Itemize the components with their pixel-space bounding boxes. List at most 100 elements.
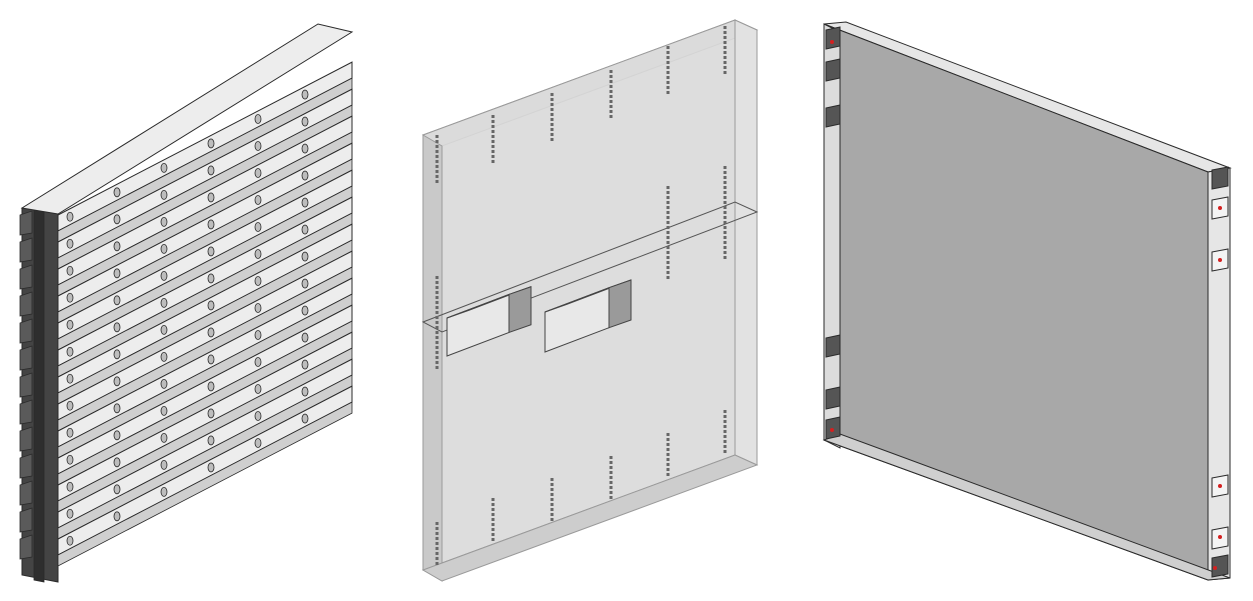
anchor-hole	[160, 432, 168, 443]
glass-left-face	[422, 134, 443, 582]
conn-right-edge	[1207, 167, 1231, 581]
anchor-hole	[113, 457, 121, 468]
anchor-hole	[160, 486, 168, 497]
left-connector	[825, 26, 841, 50]
anchor-hole	[66, 481, 74, 492]
connector-wall-panel	[822, 21, 1232, 581]
anchor-hole	[113, 214, 121, 225]
anchor-hole	[66, 292, 74, 303]
side-notch	[19, 237, 33, 263]
red-marker	[1218, 535, 1222, 539]
anchor-hole	[254, 384, 262, 394]
left-connector	[825, 58, 841, 82]
anchor-hole	[66, 535, 74, 546]
anchor-hole	[66, 427, 74, 438]
anchor-hole	[254, 249, 262, 259]
anchor-hole	[301, 332, 309, 343]
anchor-hole	[301, 413, 309, 424]
anchor-hole	[301, 305, 309, 316]
red-marker	[1218, 258, 1222, 262]
right-connector	[1211, 554, 1229, 578]
anchor-hole	[301, 386, 309, 397]
conn-front-face	[823, 23, 1209, 581]
red-marker	[830, 428, 834, 432]
anchor-hole	[113, 484, 121, 495]
anchor-hole	[207, 138, 215, 149]
anchor-hole	[254, 195, 262, 205]
anchor-hole	[113, 187, 121, 198]
anchor-hole	[160, 378, 168, 389]
anchor-hole	[207, 165, 215, 176]
anchor-hole	[254, 357, 262, 367]
anchor-hole	[66, 454, 74, 465]
anchor-hole	[301, 170, 309, 181]
anchor-hole	[160, 243, 168, 254]
side-notch	[19, 453, 33, 479]
anchor-hole	[160, 270, 168, 281]
anchor-hole	[113, 295, 121, 306]
anchor-hole	[66, 346, 74, 357]
anchor-hole	[160, 189, 168, 200]
anchor-hole	[207, 435, 215, 446]
anchor-hole	[66, 508, 74, 519]
side-notch	[19, 480, 33, 506]
anchor-hole	[66, 211, 74, 222]
anchor-hole	[254, 411, 262, 421]
anchor-hole	[301, 278, 309, 289]
anchor-hole	[207, 192, 215, 203]
anchor-hole	[207, 381, 215, 392]
side-notch	[19, 507, 33, 533]
ribbed-wall-panel	[19, 23, 354, 583]
anchor-hole	[160, 216, 168, 227]
anchor-hole	[254, 438, 262, 448]
anchor-hole	[301, 116, 309, 127]
anchor-hole	[207, 327, 215, 338]
glass-bottom-face	[421, 454, 759, 582]
top-cap	[20, 23, 354, 215]
anchor-hole	[254, 330, 262, 340]
side-notch	[19, 210, 33, 236]
anchor-hole	[254, 303, 262, 313]
anchor-hole	[66, 238, 74, 249]
anchor-hole	[207, 246, 215, 257]
anchor-hole	[254, 222, 262, 232]
anchor-hole	[66, 400, 74, 411]
anchor-hole	[113, 268, 121, 279]
side-notch	[19, 264, 33, 290]
anchor-hole	[66, 373, 74, 384]
red-marker	[1213, 566, 1217, 570]
anchor-hole	[301, 359, 309, 370]
opening-left-side	[508, 286, 532, 334]
side-groove	[33, 202, 45, 583]
left-connector	[825, 334, 841, 358]
red-marker	[1218, 206, 1222, 210]
anchor-hole	[113, 511, 121, 522]
left-connector	[825, 104, 841, 128]
anchor-hole	[66, 265, 74, 276]
anchor-hole	[113, 403, 121, 414]
anchor-hole	[301, 89, 309, 100]
anchor-hole	[254, 276, 262, 286]
red-marker	[1218, 484, 1222, 488]
side-notch	[19, 534, 33, 560]
red-marker	[830, 40, 834, 44]
anchor-hole	[301, 143, 309, 154]
anchor-hole	[254, 114, 262, 124]
anchor-hole	[113, 349, 121, 360]
anchor-hole	[301, 224, 309, 235]
anchor-hole	[160, 405, 168, 416]
right-connector	[1211, 166, 1229, 190]
rib-groove	[57, 401, 353, 567]
anchor-hole	[160, 324, 168, 335]
anchor-hole	[254, 141, 262, 151]
side-notch	[19, 426, 33, 452]
anchor-hole	[301, 251, 309, 262]
anchor-hole	[207, 300, 215, 311]
glass-right-face	[734, 19, 758, 466]
anchor-hole	[207, 462, 215, 473]
anchor-hole	[160, 351, 168, 362]
anchor-hole	[113, 241, 121, 252]
left-connector	[825, 386, 841, 410]
anchor-hole	[254, 168, 262, 178]
